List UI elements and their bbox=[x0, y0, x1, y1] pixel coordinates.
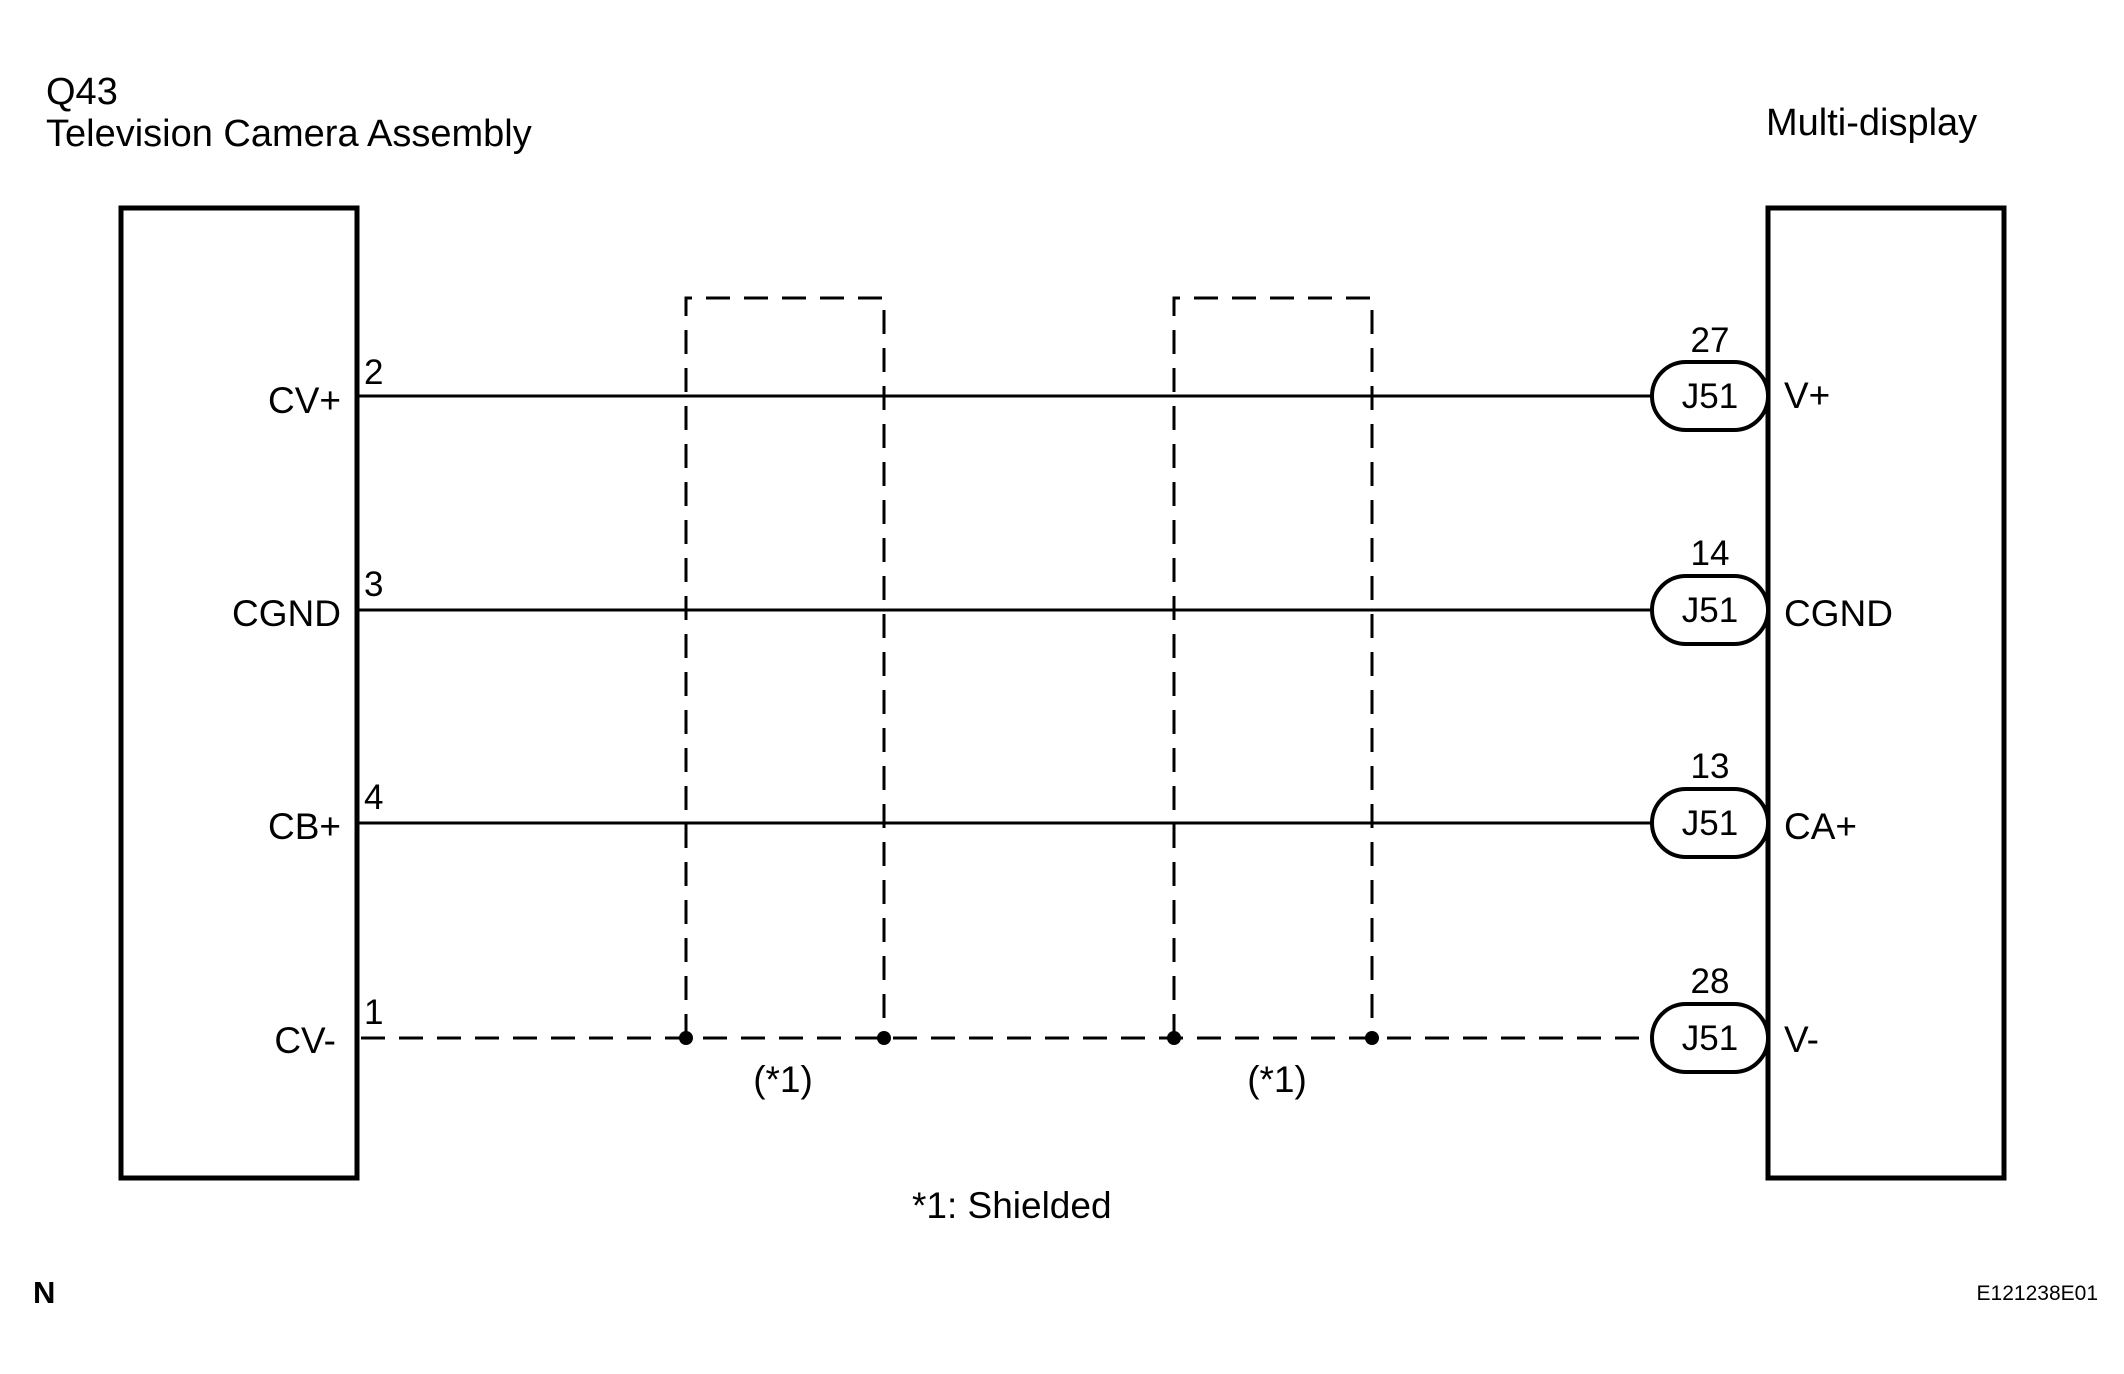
connector-j51-oval bbox=[1650, 1002, 1770, 1074]
corner-letter: N bbox=[33, 1275, 55, 1310]
left-pin-number: 4 bbox=[364, 778, 383, 817]
left-pin-number: 2 bbox=[364, 353, 383, 392]
left-component-id: Q43 bbox=[46, 71, 118, 113]
connector-j51-oval bbox=[1650, 360, 1770, 432]
connector-j51-oval bbox=[1650, 574, 1770, 646]
left-signal-label: CV+ bbox=[268, 380, 341, 421]
wire-cgnd: CGND 3 14 J51 CGND bbox=[232, 534, 1893, 646]
shield-label: (*1) bbox=[753, 1059, 813, 1100]
right-component-name: Multi-display bbox=[1766, 102, 1977, 144]
splice-dot bbox=[1167, 1031, 1181, 1045]
connector-label: J51 bbox=[1682, 1019, 1738, 1058]
connector-j51-oval bbox=[1650, 787, 1770, 859]
splice-dot bbox=[679, 1031, 693, 1045]
television-camera-assembly-box bbox=[118, 205, 360, 1181]
left-component-name: Television Camera Assembly bbox=[46, 113, 532, 155]
drawing-code: E121238E01 bbox=[1977, 1282, 2098, 1305]
right-pin-number: 28 bbox=[1691, 962, 1730, 1001]
right-signal-label: V+ bbox=[1784, 375, 1830, 416]
left-signal-label: CGND bbox=[232, 593, 341, 634]
connector-label: J51 bbox=[1682, 377, 1738, 416]
right-pin-number: 13 bbox=[1691, 747, 1730, 786]
shield-box-2 bbox=[1172, 296, 1374, 1038]
shield-box-1 bbox=[684, 296, 886, 1038]
left-pin-number: 3 bbox=[364, 565, 383, 604]
splice-dot bbox=[1365, 1031, 1379, 1045]
connector-label: J51 bbox=[1682, 591, 1738, 630]
footnote: *1: Shielded bbox=[912, 1185, 1112, 1226]
right-signal-label: CA+ bbox=[1784, 806, 1857, 847]
multi-display-box bbox=[1765, 205, 2007, 1181]
splice-dot bbox=[877, 1031, 891, 1045]
right-signal-label: V- bbox=[1784, 1019, 1819, 1060]
connector-label: J51 bbox=[1682, 804, 1738, 843]
left-pin-number: 1 bbox=[364, 993, 383, 1032]
wire-cv-plus: CV+ 2 27 J51 V+ bbox=[268, 321, 1830, 432]
right-signal-label: CGND bbox=[1784, 593, 1893, 634]
left-signal-label: CV- bbox=[274, 1020, 336, 1061]
shield-label: (*1) bbox=[1247, 1059, 1307, 1100]
right-pin-number: 14 bbox=[1691, 534, 1730, 573]
wire-cb-plus: CB+ 4 13 J51 CA+ bbox=[268, 747, 1857, 859]
wire-cv-minus: CV- 1 28 J51 V- bbox=[274, 962, 1819, 1074]
right-pin-number: 27 bbox=[1691, 321, 1730, 360]
left-signal-label: CB+ bbox=[268, 806, 341, 847]
